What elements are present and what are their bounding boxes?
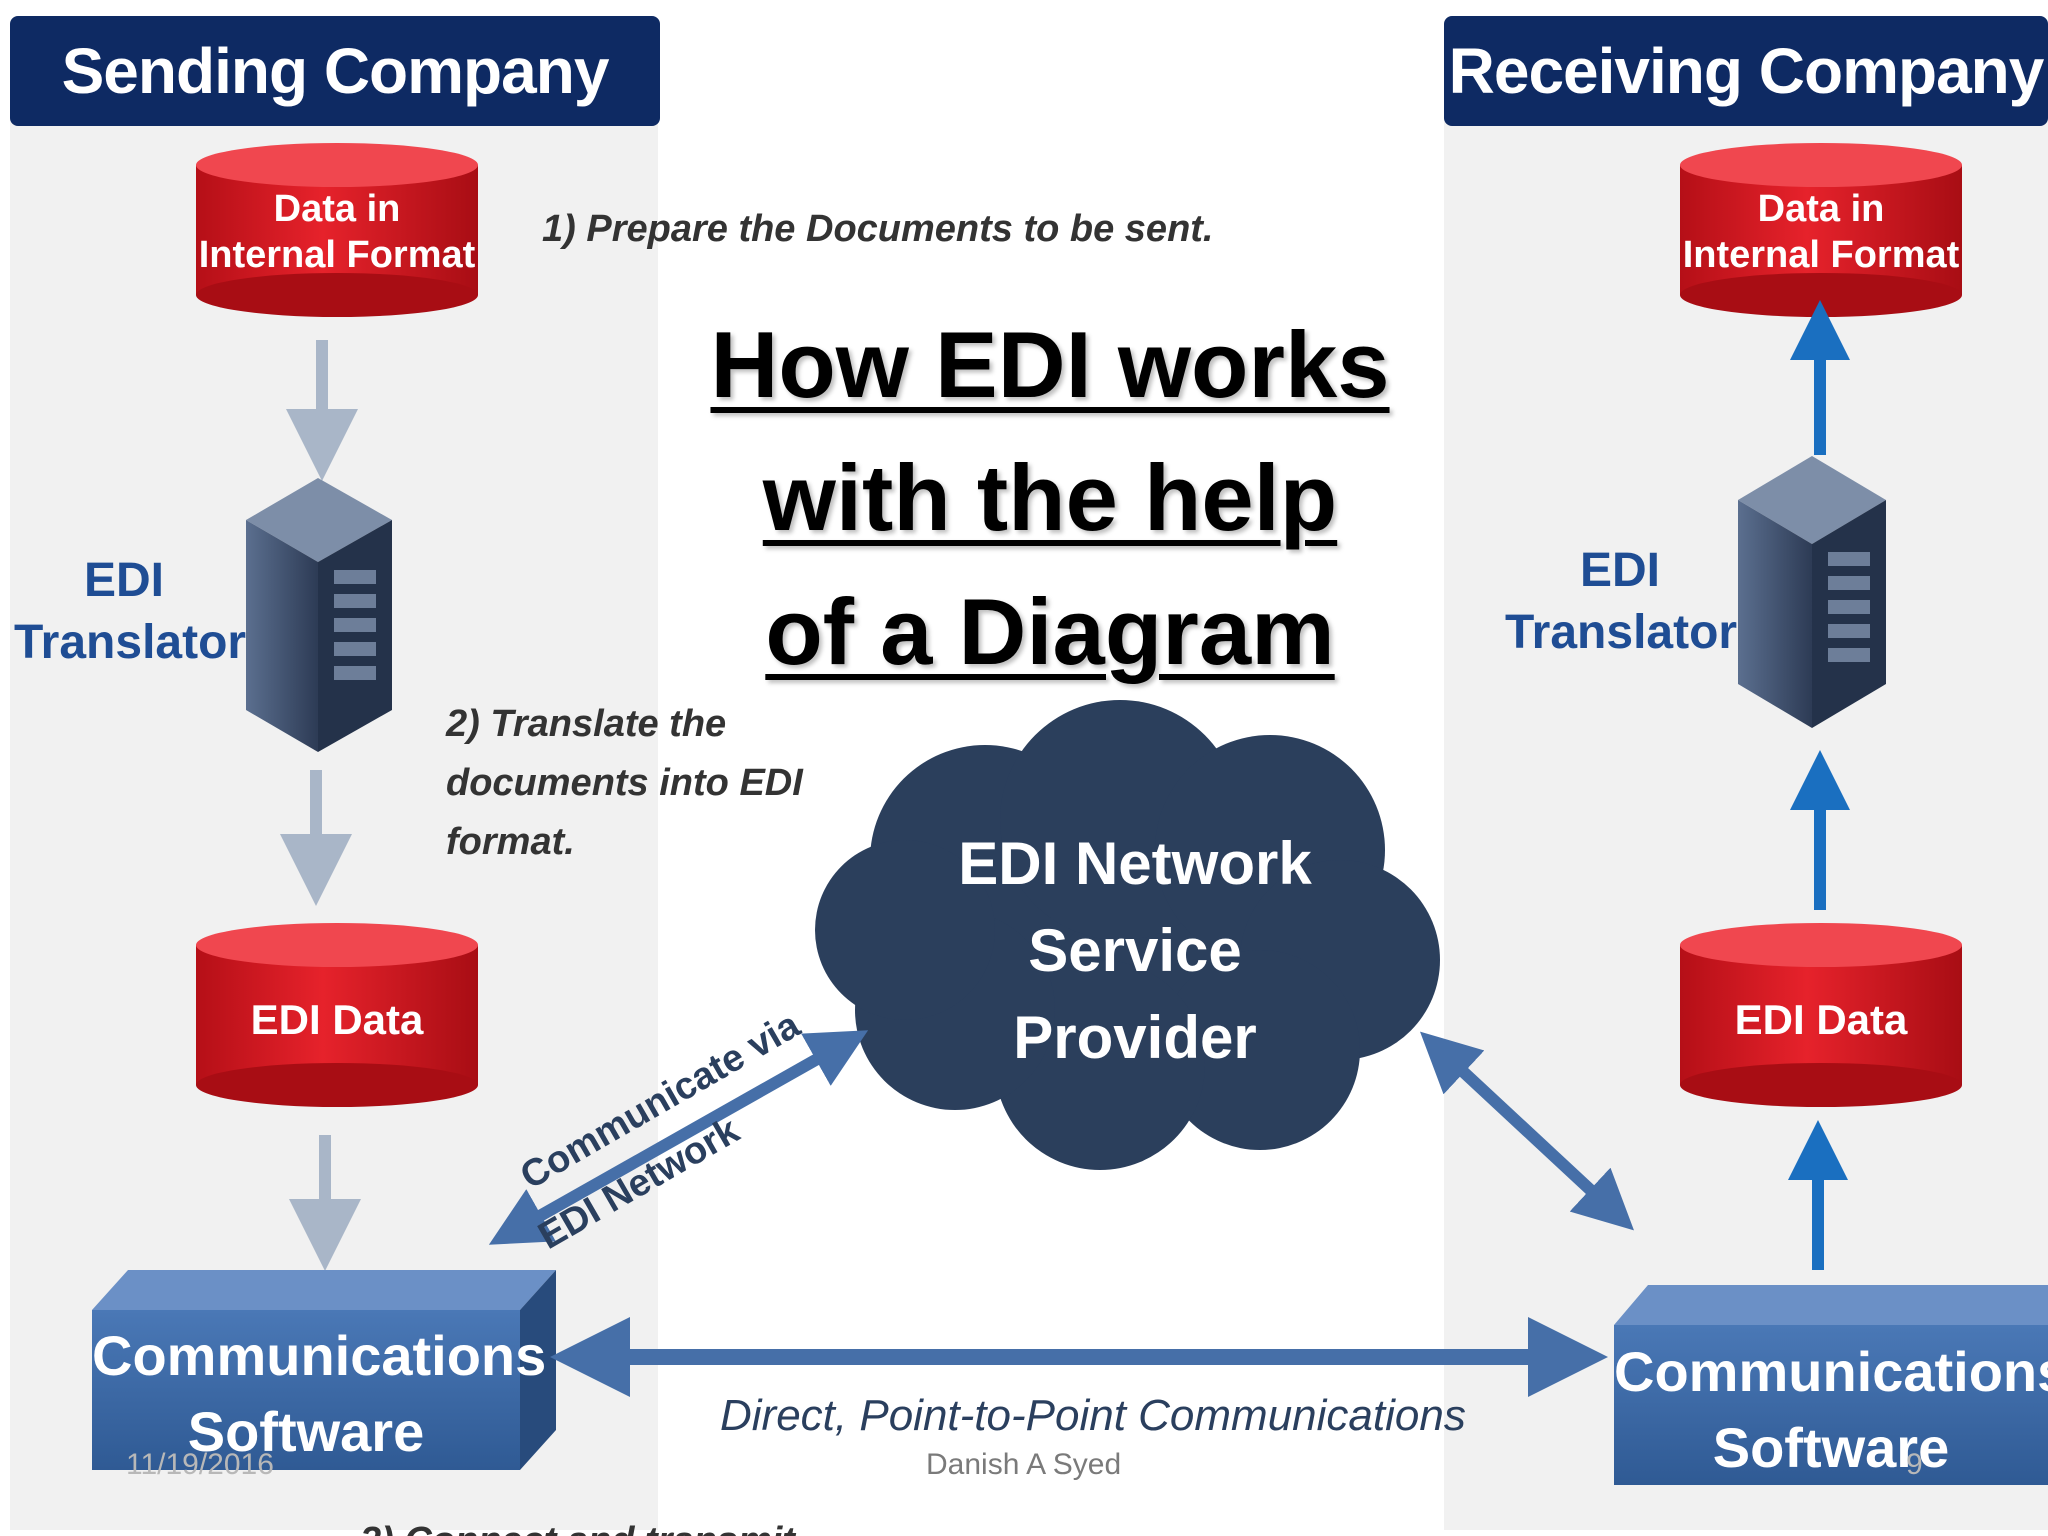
sending-server-icon (246, 478, 392, 752)
receiving-server-icon (1738, 456, 1886, 728)
sending-internal-data-cylinder (196, 143, 478, 317)
network-provider-label: EDI Network Service Provider (958, 830, 1312, 1071)
step-1-text: 1) Prepare the Documents to be sent. (542, 208, 1214, 250)
receiving-internal-data-cylinder (1680, 143, 1962, 317)
footer-page-number: 9 (1906, 1448, 1923, 1481)
edi-network-cloud (815, 700, 1440, 1170)
step-3-text-partial: 3) Connect and transmit (360, 1512, 795, 1536)
step-2-text: 2) Translate the documents into EDI form… (446, 703, 803, 863)
slide-title: How EDI works with the help of a Diagram (710, 312, 1390, 684)
sending-company-header: Sending Company (10, 16, 660, 126)
network-to-receiver-arrow (1420, 1031, 1634, 1231)
sending-edi-data-label: EDI Data (250, 995, 424, 1043)
sending-translator-label: EDI Translator (14, 554, 247, 670)
communicate-via-network-arrow (488, 1030, 869, 1245)
sending-communications-label: Communications Software (92, 1324, 547, 1463)
receiving-edi-data-cylinder (1680, 923, 1962, 1107)
receiving-communications-label: Communications Software (1614, 1340, 2048, 1479)
receiving-edi-data-label: EDI Data (1734, 995, 1908, 1043)
receiving-translator-label: EDI Translator (1505, 544, 1738, 660)
receiving-communications-box (1614, 1285, 2048, 1485)
footer-author: Danish A Syed (926, 1448, 1122, 1481)
sending-communications-box (92, 1270, 556, 1470)
footer-date: 11/19/2016 (126, 1448, 274, 1481)
direct-communications-label: Direct, Point-to-Point Communications (720, 1391, 1466, 1440)
receiving-company-header: Receiving Company (1444, 16, 2048, 126)
sending-edi-data-cylinder (196, 923, 478, 1107)
